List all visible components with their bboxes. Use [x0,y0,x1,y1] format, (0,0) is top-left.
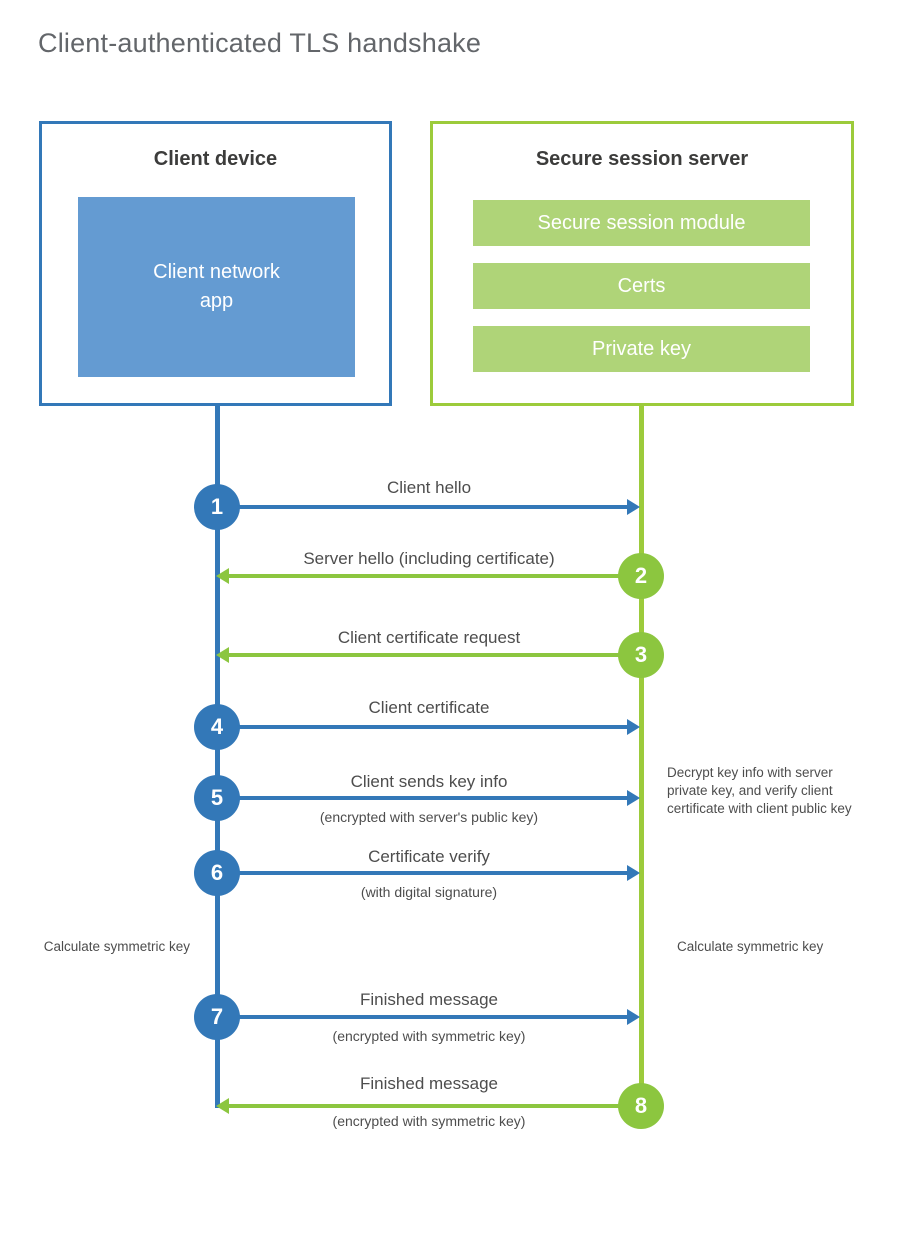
step-1-arrow-line [217,505,627,509]
server-component-secure-session-module: Secure session module [473,200,810,246]
step-5-marker: 5 [194,775,240,821]
step-2-marker: 2 [618,553,664,599]
step-7-label: Finished message [360,990,498,1009]
step-4-arrow-line [217,725,627,729]
server-decrypt-note: Decrypt key info with server private key… [667,765,852,816]
step-3-marker: 3 [618,632,664,678]
step-7-marker: 7 [194,994,240,1040]
server-lifeline [639,404,644,1106]
step-8-arrow-line [228,1104,642,1108]
step-4-label: Client certificate [368,698,490,717]
step-number: 3 [634,642,648,667]
client-lifeline [215,404,220,1108]
server-component-private-key: Private key [473,326,810,372]
step-6-arrow-head-icon [627,865,640,881]
step-8-marker: 8 [618,1083,664,1129]
step-5-arrow-head-icon [627,790,640,806]
step-number: 5 [210,785,224,810]
step-8-sublabel: (encrypted with symmetric key) [332,1113,526,1129]
server-calculate-symmetric-key-note: Calculate symmetric key [677,939,824,954]
step-1-marker: 1 [194,484,240,530]
step-6-arrow-line [217,871,627,875]
server-component-label: Certs [617,274,666,297]
step-number: 7 [210,1004,224,1029]
step-5-label: Client sends key info [350,772,508,791]
server-component-label: Secure session module [537,211,746,234]
server-component-label: Private key [592,337,691,360]
step-7-sublabel: (encrypted with symmetric key) [332,1028,526,1044]
step-4-marker: 4 [194,704,240,750]
step-number: 6 [210,860,224,885]
page-title: Client-authenticated TLS handshake [38,28,482,58]
step-8-label: Finished message [360,1074,498,1093]
client-network-app-block: Client network app [78,197,355,377]
step-8-arrow-head-icon [216,1098,229,1114]
step-6-label: Certificate verify [368,847,490,866]
step-1-label: Client hello [386,478,472,497]
client-calculate-symmetric-key-note: Calculate symmetric key [43,939,190,954]
step-6-sublabel: (with digital signature) [360,884,498,900]
step-3-arrow-line [228,653,642,657]
step-7-arrow-line [217,1015,627,1019]
step-2-arrow-head-icon [216,568,229,584]
step-5-sublabel: (encrypted with server's public key) [319,809,539,825]
step-number: 4 [210,714,224,739]
step-5-arrow-line [217,796,627,800]
step-6-marker: 6 [194,850,240,896]
step-2-arrow-line [228,574,642,578]
step-1-arrow-head-icon [627,499,640,515]
step-number: 2 [634,563,648,588]
step-3-label: Client certificate request [337,628,521,647]
step-number: 1 [210,494,224,519]
client-device-box: Client device Client network app [39,121,392,406]
client-device-title: Client device [153,148,278,170]
step-number: 8 [634,1093,648,1118]
client-network-app-label: Client network app [153,261,280,312]
secure-session-server-box: Secure session server Secure session mod… [430,121,854,406]
step-7-arrow-head-icon [627,1009,640,1025]
step-4-arrow-head-icon [627,719,640,735]
step-3-arrow-head-icon [216,647,229,663]
step-2-label: Server hello (including certificate) [303,549,555,568]
secure-session-server-title: Secure session server [535,148,749,170]
server-component-certs: Certs [473,263,810,309]
